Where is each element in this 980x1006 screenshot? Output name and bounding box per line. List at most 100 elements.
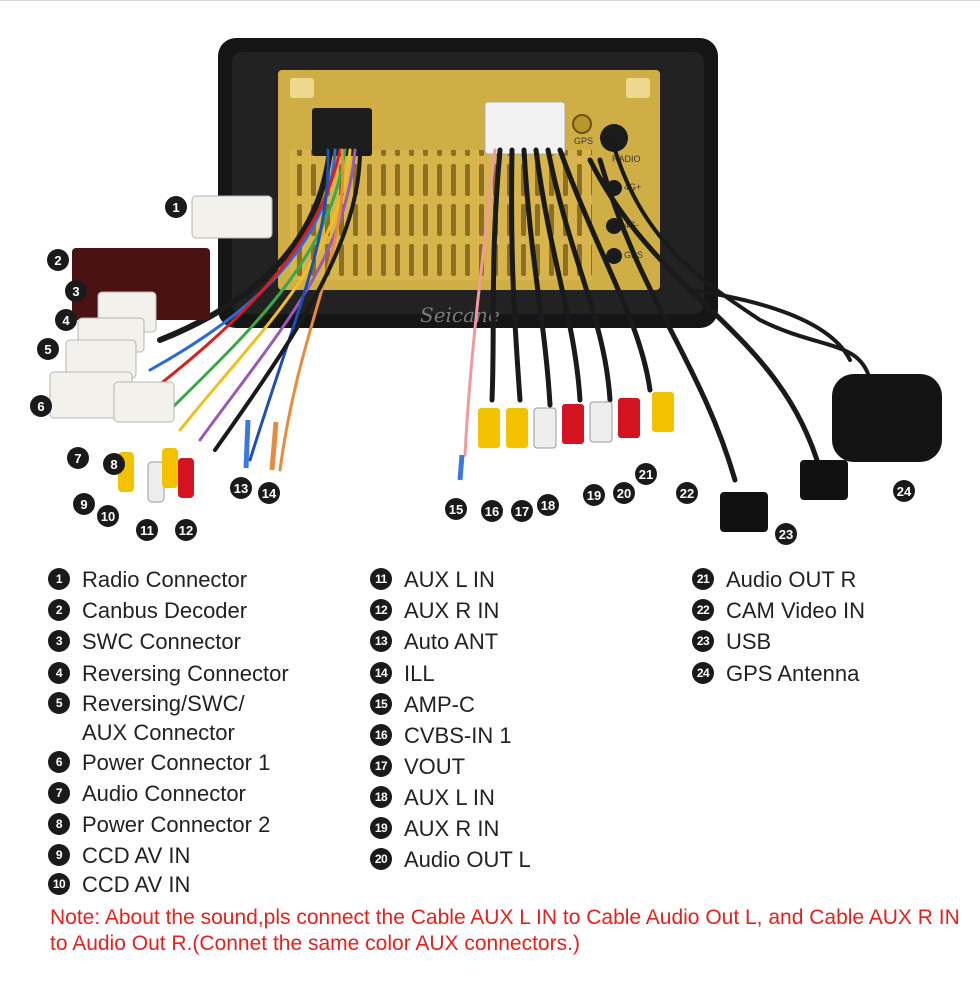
svg-text:1: 1 xyxy=(172,200,179,215)
4g-plus-label: 4G+ xyxy=(624,182,641,192)
radio-connector-plug xyxy=(191,195,273,239)
radio-port-label: RADIO xyxy=(612,154,641,164)
callout-17: 17 xyxy=(511,500,533,522)
callout-7: 7 xyxy=(67,447,89,469)
legend-badge: 4 xyxy=(48,662,70,684)
callout-19: 19 xyxy=(583,484,605,506)
head-unit: GPS RADIO 4G+ 4G- GPS Seicane xyxy=(218,38,718,328)
callout-16: 16 xyxy=(481,500,503,522)
legend-badge: 5 xyxy=(48,692,70,714)
callout-3: 3 xyxy=(65,280,87,302)
callout-1: 1 xyxy=(165,196,187,218)
legend-badge: 24 xyxy=(692,662,714,684)
legend-label: ILL xyxy=(404,661,435,686)
callout-23: 23 xyxy=(775,523,797,545)
callout-5: 5 xyxy=(37,338,59,360)
svg-text:11: 11 xyxy=(140,523,154,538)
legend-label: Auto ANT xyxy=(404,629,499,654)
callout-18: 18 xyxy=(537,494,559,516)
legend-item-21: 21 Audio OUT R xyxy=(692,565,865,594)
gps-antenna-puck xyxy=(832,374,942,462)
callout-10: 10 xyxy=(97,505,119,527)
legend-badge: 15 xyxy=(370,693,392,715)
callout-6: 6 xyxy=(30,395,52,417)
svg-text:13: 13 xyxy=(234,481,248,496)
legend-column-1: 1 Radio Connector 2 Canbus Decoder 3 SWC Co… xyxy=(48,565,289,899)
sound-connection-note: Note: About the sound,pls connect the Ca… xyxy=(50,906,960,955)
callout-13: 13 xyxy=(230,477,252,499)
legend-label: Reversing Connector xyxy=(82,661,289,686)
callout-8: 8 xyxy=(103,453,125,475)
legend-badge: 22 xyxy=(692,599,714,621)
legend-badge: 19 xyxy=(370,817,392,839)
callout-11: 11 xyxy=(136,519,158,541)
svg-text:8: 8 xyxy=(110,457,117,472)
legend-badge: 14 xyxy=(370,662,392,684)
legend-badge: 8 xyxy=(48,813,70,835)
top-divider xyxy=(0,0,980,1)
legend-badge: 1 xyxy=(48,568,70,590)
legend-badge: 7 xyxy=(48,782,70,804)
legend-label: SWC Connector xyxy=(82,629,241,654)
legend-label: CVBS-IN 1 xyxy=(404,723,512,748)
legend-label: AUX R IN xyxy=(404,816,500,841)
legend-badge: 17 xyxy=(370,755,392,777)
legend-item-14: 14 ILL xyxy=(370,659,531,688)
legend-badge: 21 xyxy=(692,568,714,590)
svg-text:24: 24 xyxy=(897,484,912,499)
legend-badge: 2 xyxy=(48,599,70,621)
svg-text:3: 3 xyxy=(72,284,79,299)
callout-12: 12 xyxy=(175,519,197,541)
legend-badge: 10 xyxy=(48,873,70,895)
legend-label: VOUT xyxy=(404,754,466,779)
product-photo: GPS RADIO 4G+ 4G- GPS Seicane xyxy=(30,38,942,545)
callout-20: 20 xyxy=(613,482,635,504)
svg-text:23: 23 xyxy=(779,527,793,542)
svg-text:15: 15 xyxy=(449,502,463,517)
legend-label: Radio Connector xyxy=(82,567,248,592)
legend-item-19: 19 AUX R IN xyxy=(370,814,531,843)
svg-text:22: 22 xyxy=(680,486,694,501)
legend-badge: 9 xyxy=(48,844,70,866)
wire-bundle xyxy=(138,138,872,483)
svg-text:9: 9 xyxy=(80,497,87,512)
photo-callouts: 1 2 3 4 5 6 7 8 9 10 11 12 13 14 15 16 1… xyxy=(30,196,915,545)
callout-2: 2 xyxy=(47,249,69,271)
legend-label: Audio OUT L xyxy=(404,847,531,872)
legend-label: AUX L IN xyxy=(404,567,495,592)
legend-badge: 18 xyxy=(370,786,392,808)
svg-text:7: 7 xyxy=(74,451,81,466)
svg-text:12: 12 xyxy=(179,523,193,538)
legend-item-15: 15 AMP-C xyxy=(370,690,531,719)
legend-badge: 11 xyxy=(370,568,392,590)
legend-badge: 3 xyxy=(48,630,70,652)
legend-label: Audio OUT R xyxy=(726,567,857,592)
callout-21: 21 xyxy=(635,463,657,485)
legend-item-1: 1 Radio Connector xyxy=(48,565,289,594)
legend-label: AMP-C xyxy=(404,692,475,717)
callout-15: 15 xyxy=(445,498,467,520)
legend-item-4: 4 Reversing Connector xyxy=(48,659,289,688)
legend-label: CCD AV IN xyxy=(82,843,191,868)
legend-label: Canbus Decoder xyxy=(82,598,248,623)
legend-badge: 12 xyxy=(370,599,392,621)
legend-item-2: 2 Canbus Decoder xyxy=(48,596,289,625)
legend-label: Power Connector 1 xyxy=(82,750,271,775)
svg-text:10: 10 xyxy=(101,509,115,524)
legend-label: AUX R IN xyxy=(404,598,500,623)
connectors xyxy=(49,195,942,532)
svg-text:6: 6 xyxy=(37,399,44,414)
legend-label: GPS Antenna xyxy=(726,661,860,686)
legend-label: CCD AV IN xyxy=(82,872,191,897)
legend-item-10: 10 CCD AV IN xyxy=(48,870,289,899)
callout-24: 24 xyxy=(893,480,915,502)
svg-text:19: 19 xyxy=(587,488,601,503)
legend-badge: 13 xyxy=(370,630,392,652)
svg-text:20: 20 xyxy=(617,486,631,501)
legend-badge: 23 xyxy=(692,630,714,652)
